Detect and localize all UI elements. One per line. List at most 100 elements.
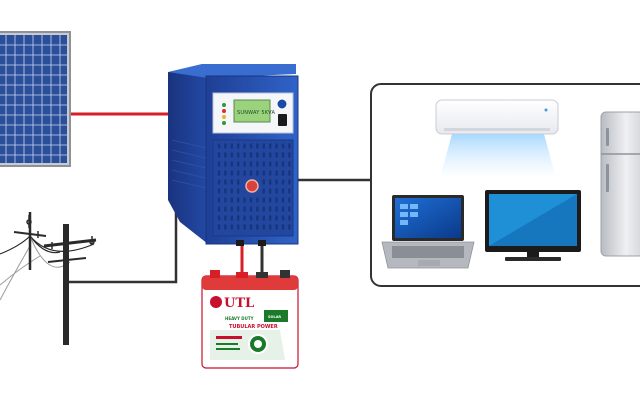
vent-slot <box>288 197 291 203</box>
vent-slot <box>262 224 265 230</box>
vent-slot <box>256 143 259 149</box>
vent-slot <box>269 143 272 149</box>
vent-slot <box>281 206 285 212</box>
vent-slot <box>275 152 278 158</box>
vent-slot <box>249 206 253 212</box>
vent-slot <box>288 143 291 149</box>
vent-slot <box>269 152 272 158</box>
vent-slot <box>281 224 285 230</box>
vent-slot <box>237 224 240 230</box>
vent-slot <box>281 143 285 149</box>
vent-slot <box>269 188 272 194</box>
vent-slot <box>237 197 240 203</box>
vent-slot <box>275 188 278 194</box>
vent-slot <box>249 170 253 176</box>
vent-slot <box>237 188 240 194</box>
vent-slot <box>281 215 285 221</box>
vent-slot <box>262 188 265 194</box>
vent-slot <box>288 215 291 221</box>
vent-slot <box>230 197 233 203</box>
vent-slot <box>217 215 221 221</box>
vent-slot <box>256 170 259 176</box>
vent-slot <box>230 170 233 176</box>
vent-slot <box>262 206 265 212</box>
vent-slot <box>288 206 291 212</box>
inverter-logo <box>245 179 259 193</box>
vent-slot <box>237 152 240 158</box>
vent-slot <box>249 143 253 149</box>
inverter-led <box>222 121 226 125</box>
vent-slot <box>230 179 233 185</box>
vent-slot <box>262 179 265 185</box>
vent-slot <box>224 197 227 203</box>
vent-slot <box>262 161 265 167</box>
vent-slot <box>275 206 278 212</box>
inverter-lcd <box>233 99 271 123</box>
battery-badge-label: SOLAR <box>268 315 282 319</box>
vent-slot <box>217 197 221 203</box>
ac-wire-grid-to-inverter <box>66 200 178 284</box>
inverter-led <box>222 109 226 113</box>
vent-slot <box>237 215 240 221</box>
vent-slot <box>237 170 240 176</box>
vent-slot <box>269 170 272 176</box>
battery-brand-emblem <box>210 296 222 308</box>
vent-slot <box>217 188 221 194</box>
vent-slot <box>249 224 253 230</box>
vent-slot <box>288 161 291 167</box>
vent-slot <box>224 143 227 149</box>
battery-label-line2: TUBULAR POWER <box>229 324 278 330</box>
vent-slot <box>256 161 259 167</box>
monitor <box>485 190 581 261</box>
battery <box>201 270 299 369</box>
battery-terminal-positive <box>210 270 220 278</box>
vent-slot <box>243 206 246 212</box>
inverter-brand-emblem <box>276 98 288 110</box>
vent-slot <box>288 170 291 176</box>
vent-slot <box>288 152 291 158</box>
vent-slot <box>256 197 259 203</box>
inverter-led <box>222 115 226 119</box>
vent-slot <box>224 224 227 230</box>
vent-slot <box>249 197 253 203</box>
vent-slot <box>230 224 233 230</box>
vent-slot <box>269 224 272 230</box>
vent-slot <box>275 197 278 203</box>
vent-slot <box>281 197 285 203</box>
vent-slot <box>269 215 272 221</box>
vent-slot <box>288 179 291 185</box>
vent-slot <box>243 170 246 176</box>
vent-slot <box>243 161 246 167</box>
vent-slot <box>288 188 291 194</box>
vent-slot <box>224 188 227 194</box>
grid-power-pole <box>0 212 97 345</box>
vent-slot <box>281 161 285 167</box>
battery-label-line1: HEAVY DUTY <box>225 316 254 321</box>
vent-slot <box>217 152 221 158</box>
vent-slot <box>249 215 253 221</box>
vent-slot <box>249 161 253 167</box>
vent-slot <box>262 215 265 221</box>
vent-slot <box>230 188 233 194</box>
vent-slot <box>243 215 246 221</box>
vent-slot <box>243 224 246 230</box>
vent-slot <box>230 143 233 149</box>
vent-slot <box>237 206 240 212</box>
vent-slot <box>217 224 221 230</box>
vent-slot <box>217 143 221 149</box>
vent-slot <box>224 161 227 167</box>
solar-panel <box>0 31 71 167</box>
vent-slot <box>256 224 259 230</box>
vent-slot <box>217 179 221 185</box>
vent-slot <box>275 215 278 221</box>
vent-slot <box>262 197 265 203</box>
vent-slot <box>224 206 227 212</box>
vent-slot <box>217 170 221 176</box>
vent-slot <box>281 179 285 185</box>
vent-slot <box>224 215 227 221</box>
vent-slot <box>243 152 246 158</box>
battery-solar-badge <box>264 310 288 322</box>
vent-slot <box>275 224 278 230</box>
vent-slot <box>230 161 233 167</box>
vent-slot <box>256 152 259 158</box>
